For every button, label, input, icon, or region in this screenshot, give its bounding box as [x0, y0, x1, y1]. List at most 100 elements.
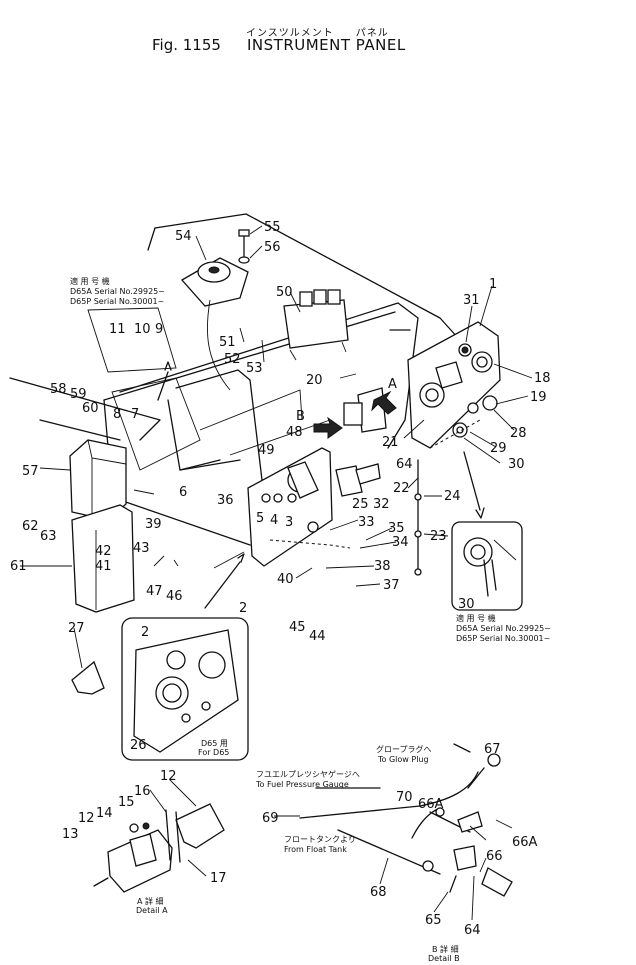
callout-65: 65	[425, 913, 442, 928]
view-arrow-a	[371, 390, 397, 415]
serial-note-right-line1: D65A Serial No.29925~	[456, 624, 551, 633]
callout-12-left: 12	[78, 811, 95, 826]
float-tank-note-jp: フロートタンクより	[284, 835, 356, 844]
callout-44: 44	[309, 629, 326, 644]
variant-note-jp: D65 用	[201, 739, 228, 748]
callout-43: 43	[133, 541, 150, 556]
variant-note-en: For D65	[198, 748, 230, 757]
detail-a-en: Detail A	[136, 906, 168, 915]
callout-10: 10	[134, 322, 151, 337]
key-switch-30	[451, 521, 523, 611]
callout-37: 37	[383, 578, 400, 593]
callout-3: 3	[285, 515, 293, 530]
callout-62: 62	[22, 519, 39, 534]
callout-38: 38	[374, 559, 391, 574]
serial-note-right-jp: 適 用 号 機	[456, 614, 496, 623]
view-arrow-b	[313, 416, 343, 439]
callout-15: 15	[118, 795, 135, 810]
callout-68: 68	[370, 885, 387, 900]
callout-33: 33	[358, 515, 375, 530]
glow-plug-note-en: To Glow Plug	[378, 755, 429, 764]
callout-14: 14	[96, 806, 113, 821]
callout-69: 69	[262, 811, 279, 826]
callout-48: 48	[286, 425, 303, 440]
callout-28: 28	[510, 426, 527, 441]
callout-11: 11	[109, 322, 126, 337]
callout-52: 52	[224, 352, 241, 367]
callout-66: 66	[486, 849, 503, 864]
callout-20: 20	[306, 373, 323, 388]
callout-27: 27	[68, 621, 85, 636]
callout-16: 16	[134, 784, 151, 799]
callout-70: 70	[396, 790, 413, 805]
mounting-plate	[111, 377, 201, 471]
callout-51: 51	[219, 335, 236, 350]
bracket-61	[71, 504, 135, 613]
callout-64-detail: 64	[464, 923, 481, 938]
float-tank-note-en: From Float Tank	[284, 845, 347, 854]
callout-66a-right: 66A	[512, 835, 538, 850]
callout-64: 64	[396, 457, 413, 472]
detail-b-jp: B 詳 細	[432, 945, 459, 954]
screw-55	[238, 229, 250, 264]
callout-66a: 66A	[418, 797, 444, 812]
callout-7: 7	[131, 407, 139, 422]
buzzer-54	[180, 257, 249, 391]
callout-4: 4	[270, 513, 278, 528]
serial-note-top-line1: D65A Serial No.29925~	[70, 287, 165, 296]
callout-19: 19	[530, 390, 547, 405]
harness-22-24	[414, 459, 422, 576]
callout-56: 56	[264, 240, 281, 255]
fuel-pressure-note-jp: フユエルプレツシヤゲージへ	[256, 770, 360, 779]
callout-5: 5	[256, 511, 264, 526]
callout-41: 41	[95, 559, 112, 574]
title-japanese: インスツルメント パネル	[246, 28, 389, 39]
detail-b-piping	[299, 743, 513, 897]
callout-53: 53	[246, 361, 263, 376]
gauge-panel-1	[343, 321, 501, 449]
hatched-arrows	[157, 361, 485, 609]
callout-9: 9	[155, 322, 163, 337]
glow-plug-note-jp: グロープラグへ	[376, 745, 432, 754]
callout-34: 34	[392, 535, 409, 550]
callout-49: 49	[258, 443, 275, 458]
callout-36: 36	[217, 493, 234, 508]
callout-31: 31	[463, 293, 480, 308]
serial-note-top-line2: D65P Serial No.30001~	[70, 297, 165, 306]
serial-note-box	[87, 307, 177, 373]
callout-50: 50	[276, 285, 293, 300]
callout-17: 17	[210, 871, 227, 886]
callout-labels: 1 31 18 19 28 29 30 A B 21 22 24 23 64 3…	[10, 220, 551, 938]
callout-12-top: 12	[160, 769, 177, 784]
callout-58: 58	[50, 382, 67, 397]
callout-13: 13	[62, 827, 79, 842]
callout-47: 47	[146, 584, 163, 599]
detail-b-en: Detail B	[428, 954, 460, 963]
callout-1: 1	[489, 277, 497, 292]
callout-35: 35	[388, 521, 405, 536]
callout-2-inset: 2	[141, 625, 149, 640]
callout-55: 55	[264, 220, 281, 235]
callout-32: 32	[373, 497, 390, 512]
callout-18: 18	[534, 371, 551, 386]
callout-63: 63	[40, 529, 57, 544]
regulator-57	[69, 439, 127, 521]
callout-8: 8	[113, 407, 121, 422]
view-label-a: A	[388, 377, 397, 392]
clip-27	[71, 660, 105, 695]
callout-54: 54	[175, 229, 192, 244]
leader-lines	[20, 225, 533, 921]
callout-67: 67	[484, 742, 501, 757]
callout-23: 23	[430, 529, 447, 544]
callout-26: 26	[130, 738, 147, 753]
serial-note-right-line2: D65P Serial No.30001~	[456, 634, 551, 643]
callout-21: 21	[382, 435, 399, 450]
callout-25: 25	[352, 497, 369, 512]
callout-24: 24	[444, 489, 461, 504]
relay-box-50	[283, 289, 349, 361]
callout-60: 60	[82, 401, 99, 416]
callout-59: 59	[70, 387, 87, 402]
callout-22: 22	[393, 481, 410, 496]
